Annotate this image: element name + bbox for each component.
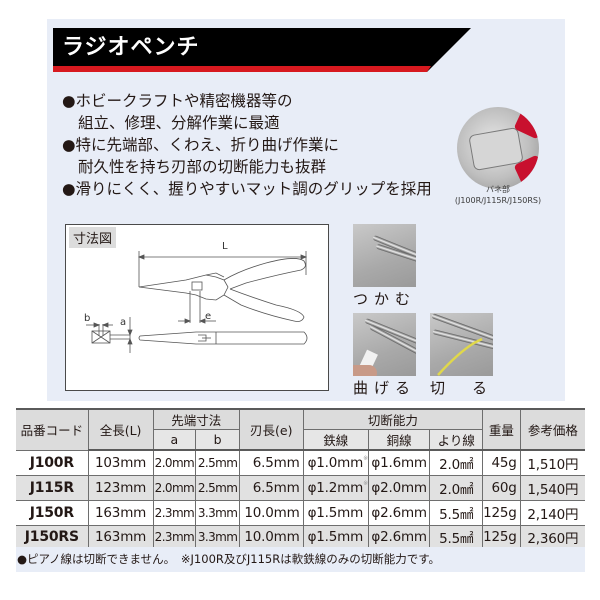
cell-price: 2,140円 — [519, 499, 585, 526]
cell-stranded: 5.5㎟ — [429, 499, 484, 526]
note-mark: ※ — [363, 454, 368, 462]
header-copper: 銅線 — [367, 429, 431, 451]
note-mark: ※ — [363, 479, 368, 487]
cell-a: 2.0mm — [152, 474, 197, 501]
dim-L-label: L — [222, 241, 228, 252]
feature-item-cont: 耐久性を持ち刃部の切断能力も抜群 — [78, 158, 327, 176]
cut-photo — [430, 313, 493, 376]
cell-length: 163mm — [87, 499, 154, 526]
grip-label: つかむ — [353, 290, 417, 308]
spring-caption-models: (J100R/J115R/J150RS) — [454, 196, 542, 205]
cell-weight: 60g — [482, 474, 521, 501]
cell-iron: φ1.0mm※ — [302, 449, 369, 476]
header-tip: 先端寸法 — [152, 408, 240, 430]
cell-copper: φ1.6mm — [367, 449, 431, 476]
cell-a: 2.3mm — [152, 499, 197, 526]
product-panel: ラジオペンチ ●ホビークラフトや精密機器等の 組立、修理、分解作業に最適 ●特に… — [47, 19, 565, 401]
cell-code: J100R — [16, 449, 89, 476]
cell-copper: φ2.6mm — [367, 499, 431, 526]
feature-item: ●滑りにくく、握りやすいマット調のグリップを採用 — [62, 180, 432, 198]
cell-code: J115R — [16, 474, 89, 501]
cell-weight: 45g — [482, 449, 521, 476]
cell-iron: φ1.2mm※ — [302, 474, 369, 501]
cell-stranded: 2.0㎟ — [429, 474, 484, 501]
product-title: ラジオペンチ — [62, 35, 200, 60]
header-stranded: より線 — [429, 429, 483, 451]
dimension-diagram: 寸法図 — [65, 224, 329, 391]
title-banner-shape — [53, 28, 471, 72]
cell-weight: 125g — [482, 499, 521, 526]
feature-item: ●ホビークラフトや精密機器等の — [62, 92, 293, 110]
cell-code: J150R — [16, 499, 89, 526]
cell-iron: φ1.5mm — [302, 524, 369, 551]
spec-table: 品番コード 全長(L) 先端寸法 刃長(e) 切断能力 重量 参考価格 a b … — [16, 408, 585, 551]
table-row: J150RS 163mm 2.3mm 3.3mm 10.0mm φ1.5mm φ… — [16, 524, 585, 551]
title-bar: ラジオペンチ — [53, 28, 471, 72]
cell-b: 3.3mm — [195, 499, 240, 526]
cell-code: J150RS — [16, 524, 89, 551]
feature-item: ●特に先端部、くわえ、折り曲げ作業に — [62, 136, 340, 154]
cell-length: 163mm — [87, 524, 154, 551]
header-price: 参考価格 — [519, 408, 585, 451]
spring-caption-title: バネ部 — [486, 185, 510, 194]
dim-e-label: e — [205, 311, 211, 322]
footnote: ●ピアノ線は切断できません。 ※J100R及びJ115Rは軟鉄線のみの切断能力で… — [16, 547, 585, 572]
spring-caption: バネ部 (J100R/J115R/J150RS) — [431, 184, 565, 206]
header-tip-a: a — [153, 429, 197, 451]
header-length: 全長(L) — [87, 408, 154, 451]
cell-price: 1,540円 — [519, 474, 585, 501]
cell-stranded: 5.5㎟ — [429, 524, 484, 551]
dim-b-label: b — [84, 313, 90, 324]
cell-blade: 10.0mm — [238, 499, 304, 526]
header-code: 品番コード — [16, 408, 89, 451]
cell-a: 2.0mm — [152, 449, 197, 476]
bend-photo — [353, 313, 416, 376]
grip-photo — [353, 224, 416, 287]
pliers-dimension-drawing: L e a b — [84, 241, 308, 353]
cut-label: 切 る — [430, 379, 494, 397]
cell-blade: 6.5mm — [238, 449, 304, 476]
feature-list: ●ホビークラフトや精密機器等の 組立、修理、分解作業に最適 ●特に先端部、くわえ… — [62, 90, 432, 200]
table-row: J115R 123mm 2.0mm 2.5mm 6.5mm φ1.2mm※ φ2… — [16, 474, 585, 501]
header-tip-b: b — [195, 429, 240, 451]
cell-iron: φ1.5mm — [302, 499, 369, 526]
cell-b: 3.3mm — [195, 524, 240, 551]
feature-item-cont: 組立、修理、分解作業に最適 — [78, 114, 280, 132]
header-cutting: 切断能力 — [302, 408, 484, 430]
table-row: J150R 163mm 2.3mm 3.3mm 10.0mm φ1.5mm φ2… — [16, 499, 585, 526]
cell-copper: φ2.0mm — [367, 474, 431, 501]
dimension-diagram-label: 寸法図 — [69, 227, 117, 248]
cell-blade: 6.5mm — [238, 474, 304, 501]
header-weight: 重量 — [482, 408, 521, 451]
cell-copper: φ2.6mm — [367, 524, 431, 551]
header-iron: 鉄線 — [302, 429, 369, 451]
cell-b: 2.5mm — [195, 474, 240, 501]
cell-blade: 10.0mm — [238, 524, 304, 551]
cell-length: 103mm — [87, 449, 154, 476]
table-row: J100R 103mm 2.0mm 2.5mm 6.5mm φ1.0mm※ φ1… — [16, 449, 585, 476]
dim-a-label: a — [120, 317, 126, 328]
cell-length: 123mm — [87, 474, 154, 501]
bend-label: 曲げる — [353, 379, 417, 397]
spring-closeup-photo — [457, 107, 539, 189]
cell-b: 2.5mm — [195, 449, 240, 476]
cell-price: 1,510円 — [519, 449, 585, 476]
header-blade: 刃長(e) — [238, 408, 304, 451]
cell-stranded: 2.0㎟ — [429, 449, 484, 476]
